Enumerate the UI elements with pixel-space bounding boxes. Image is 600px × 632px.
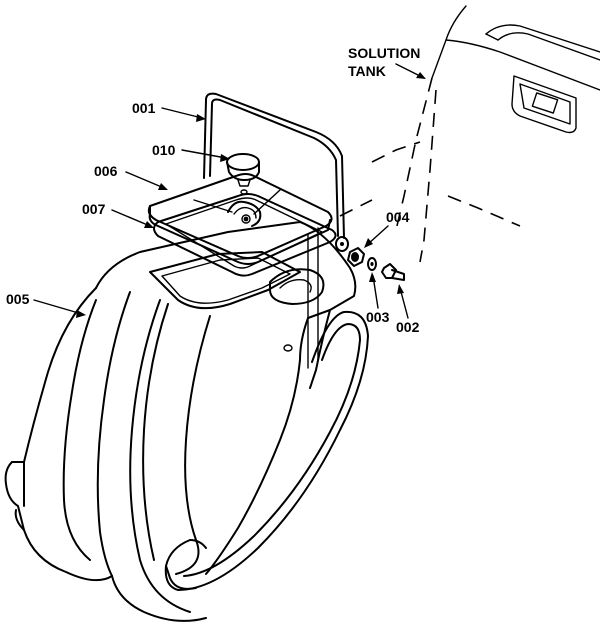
label-part-005: 005 <box>6 291 30 307</box>
label-part-002: 002 <box>396 319 420 335</box>
bolt-002 <box>381 263 405 281</box>
label-part-003: 003 <box>366 309 390 325</box>
label-solution-tank-line2: TANK <box>348 63 386 79</box>
label-part-004: 004 <box>386 209 410 225</box>
solution-tank-hidden-lines <box>339 77 521 263</box>
label-part-006: 006 <box>94 163 118 179</box>
washer-003 <box>367 257 377 271</box>
spacer-004 <box>347 247 365 267</box>
label-part-001: 001 <box>132 100 156 116</box>
strap-001 <box>203 92 349 252</box>
knob-010 <box>226 153 260 195</box>
label-part-007: 007 <box>82 201 106 217</box>
label-solution-tank-line1: SOLUTION <box>348 45 420 61</box>
recovery-tank-body <box>4 221 369 622</box>
leader-lines <box>33 63 426 319</box>
solution-tank-outline <box>431 5 600 134</box>
label-part-010: 010 <box>152 142 176 158</box>
lid-006 <box>147 173 333 265</box>
